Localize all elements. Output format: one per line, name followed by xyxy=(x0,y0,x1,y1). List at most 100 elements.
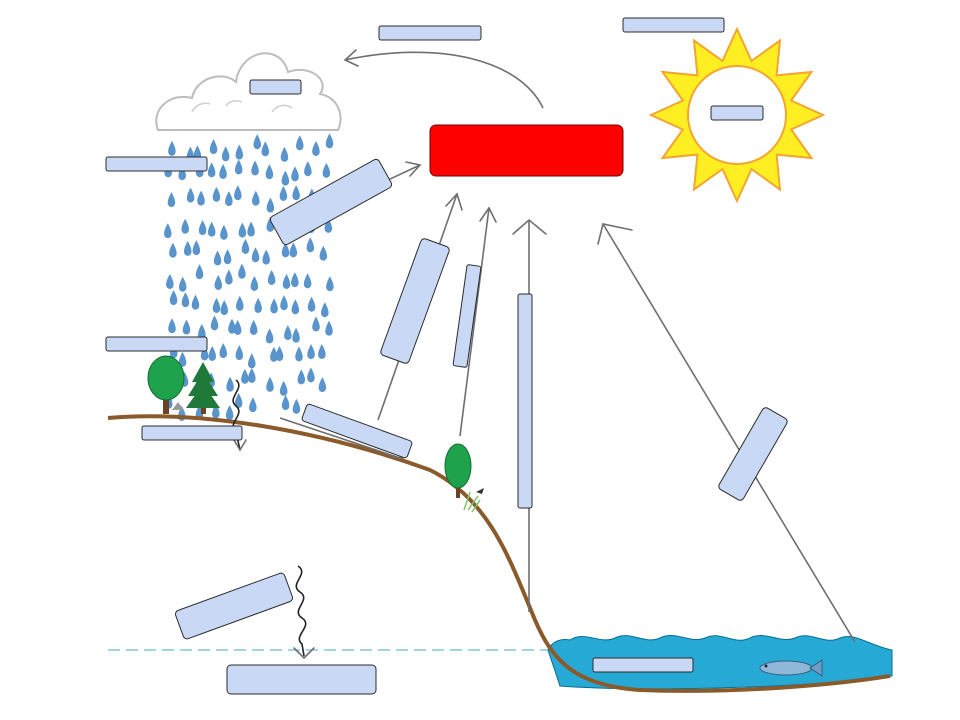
raindrop-icon xyxy=(238,263,246,279)
raindrop-icon xyxy=(198,220,207,236)
raindrop-icon xyxy=(289,242,298,258)
raindrop-icon xyxy=(251,247,260,263)
label-rain-upper[interactable] xyxy=(105,156,208,172)
raindrop-icon xyxy=(169,242,177,258)
raindrop-icon xyxy=(198,324,206,340)
raindrop-icon xyxy=(226,376,234,392)
raindrop-icon xyxy=(248,367,256,383)
raindrop-icon xyxy=(297,369,306,385)
raindrop-icon xyxy=(207,221,216,237)
raindrop-icon xyxy=(253,134,261,150)
raindrop-icon xyxy=(219,164,227,180)
label-ocean-arrow[interactable] xyxy=(717,406,788,501)
raindrop-icon xyxy=(208,346,216,362)
raindrop-icon xyxy=(238,222,247,238)
raindrop-icon xyxy=(234,393,243,409)
raindrop-icon xyxy=(248,353,256,369)
raindrop-icon xyxy=(234,185,242,201)
raindrop-icon xyxy=(279,186,288,202)
raindrop-icon xyxy=(220,300,229,316)
raindrop-icon xyxy=(292,185,300,201)
raindrop-icon xyxy=(219,343,227,359)
raindrop-icon xyxy=(195,264,204,280)
raindrop-icon xyxy=(252,190,260,206)
raindrop-icon xyxy=(241,368,249,384)
raindrop-icon xyxy=(209,139,218,155)
raindrop-icon xyxy=(282,273,291,289)
raindrop-icon xyxy=(318,377,327,393)
raindrop-icon xyxy=(326,276,334,292)
label-sun-center[interactable] xyxy=(710,105,764,121)
label-rain-lower[interactable] xyxy=(105,336,208,352)
label-evaporation-diagonal[interactable] xyxy=(269,158,393,246)
raindrop-icon xyxy=(275,346,284,362)
raindrop-icon xyxy=(235,345,244,361)
raindrop-icon xyxy=(168,318,176,334)
raindrop-icon xyxy=(241,239,250,255)
raindrop-icon xyxy=(307,344,315,360)
raindrop-icon xyxy=(178,351,187,367)
raindrop-icon xyxy=(261,141,270,157)
raindrop-icon xyxy=(306,237,315,253)
label-sun-top[interactable] xyxy=(622,17,725,33)
label-ground-left[interactable] xyxy=(141,425,243,441)
raindrop-icon xyxy=(183,240,192,256)
label-top-arrow[interactable] xyxy=(378,25,482,41)
cloud-icon xyxy=(155,52,342,131)
raindrop-icon xyxy=(319,245,328,261)
raindrop-icon xyxy=(251,160,259,176)
label-runoff[interactable] xyxy=(301,403,413,459)
raindrop-icon xyxy=(235,144,244,160)
raindrop-icon xyxy=(249,397,257,413)
raindrop-icon xyxy=(270,298,278,314)
raindrop-icon xyxy=(265,164,274,180)
raindrop-icon xyxy=(303,273,312,289)
raindrop-icon xyxy=(292,398,301,414)
raindrop-icon xyxy=(225,269,233,285)
rain xyxy=(164,133,334,421)
raindrop-icon xyxy=(262,249,270,265)
raindrop-icon xyxy=(164,223,172,239)
label-arrow-2[interactable] xyxy=(452,264,482,368)
raindrop-icon xyxy=(266,197,275,213)
raindrop-icon xyxy=(284,325,292,341)
tree-icon xyxy=(147,355,185,414)
label-arrow-1[interactable] xyxy=(380,238,451,365)
raindrop-icon xyxy=(166,273,174,289)
raindrop-icon xyxy=(192,240,201,256)
raindrop-icon xyxy=(168,140,176,156)
raindrop-icon xyxy=(181,218,189,234)
raindrop-icon xyxy=(197,190,205,206)
label-groundwater[interactable] xyxy=(226,664,377,695)
raindrop-icon xyxy=(321,302,329,318)
label-ocean[interactable] xyxy=(592,657,694,673)
raindrop-icon xyxy=(292,327,300,343)
raindrop-icon xyxy=(225,191,233,207)
raindrop-icon xyxy=(280,295,288,311)
raindrop-icon xyxy=(191,294,200,310)
raindrop-icon xyxy=(318,343,326,359)
raindrop-icon xyxy=(307,367,315,383)
rock-icon xyxy=(172,402,184,410)
raindrop-icon xyxy=(213,250,222,266)
label-cloud[interactable] xyxy=(249,79,302,95)
pine-tree-icon xyxy=(186,362,220,414)
raindrop-icon xyxy=(233,319,242,335)
raindrop-icon xyxy=(307,296,316,312)
raindrop-icon xyxy=(228,318,236,334)
raindrop-icon xyxy=(291,272,299,288)
raindrop-icon xyxy=(279,380,288,396)
raindrop-icon xyxy=(281,242,290,258)
raindrop-icon xyxy=(212,186,221,202)
raindrop-icon xyxy=(254,297,262,313)
raindrop-icon xyxy=(281,395,290,411)
label-arrow-3[interactable] xyxy=(517,293,533,509)
raindrop-icon xyxy=(325,320,333,336)
plant-icon xyxy=(444,443,484,513)
raindrop-icon xyxy=(267,269,276,285)
label-underground[interactable] xyxy=(174,572,294,640)
raindrop-icon xyxy=(223,249,232,265)
raindrop-icon xyxy=(210,315,219,331)
fish-icon xyxy=(759,659,823,677)
